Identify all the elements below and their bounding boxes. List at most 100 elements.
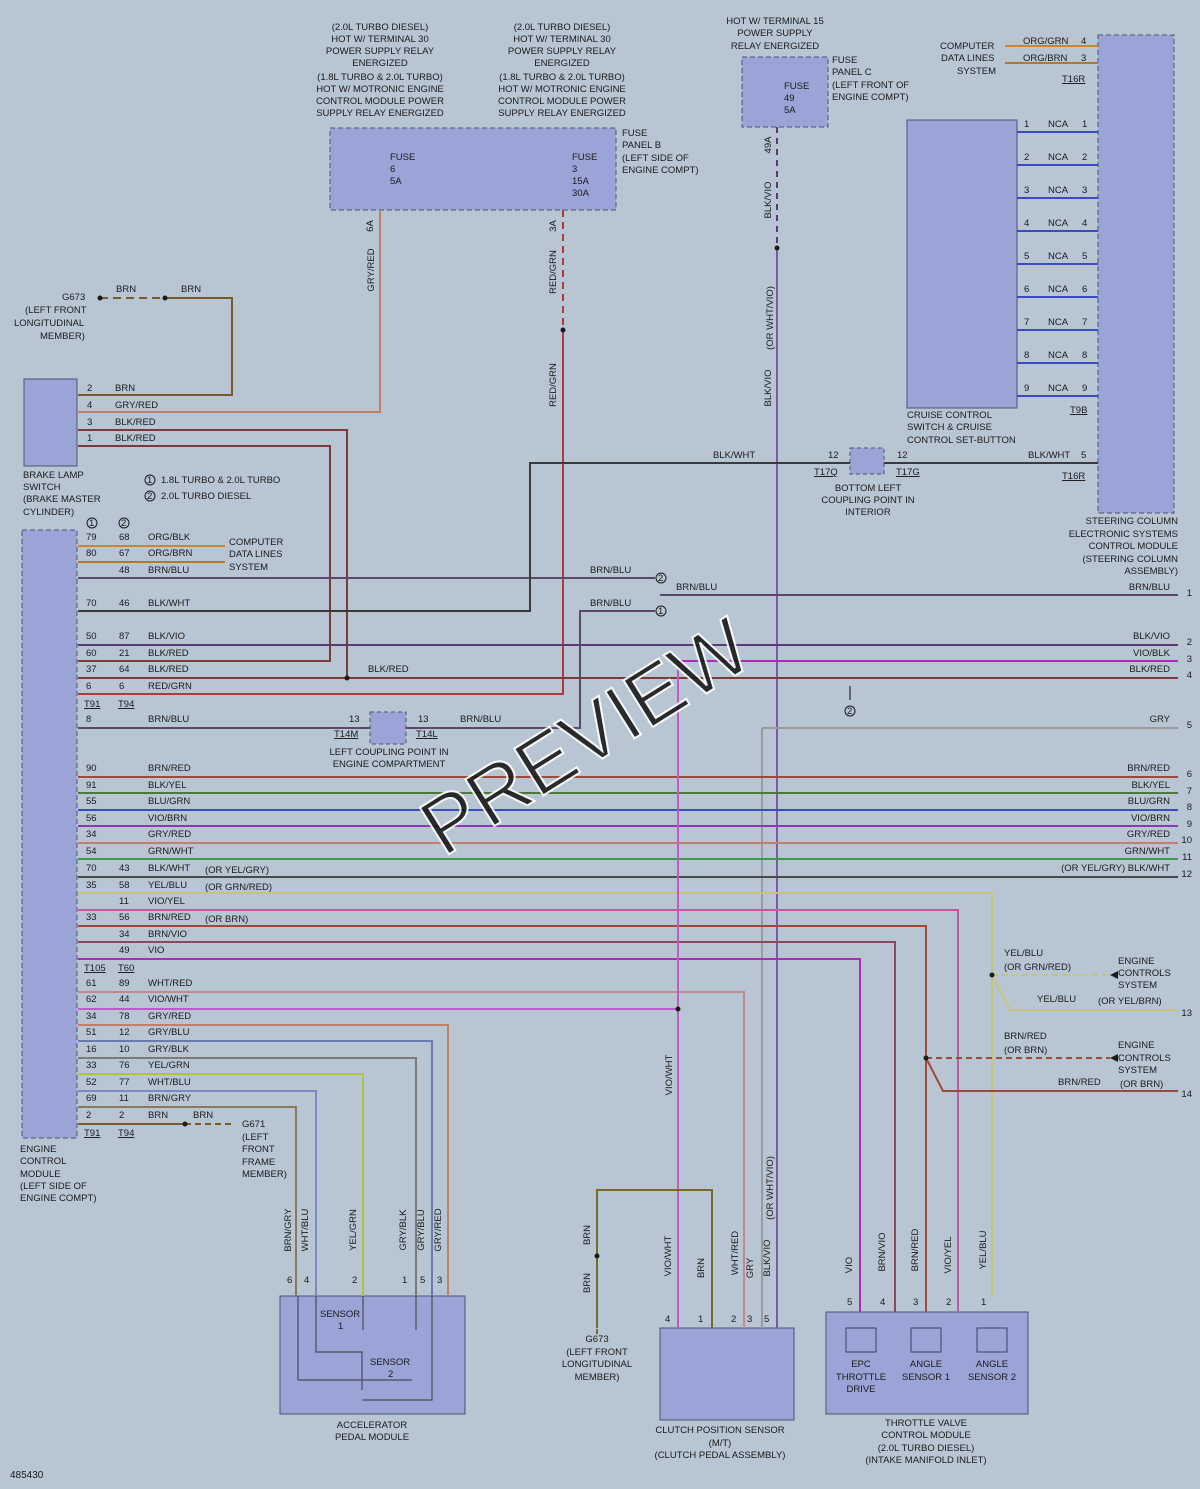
ecm-pin-label: 64	[119, 664, 130, 675]
label-text: (INTAKE MANIFOLD INLET)	[865, 1455, 986, 1466]
label-text: ENGINE	[1118, 956, 1154, 967]
label-text: BLK/WHT	[713, 450, 755, 461]
wire-brn-ground-top	[78, 297, 233, 396]
label-text: BRN	[116, 284, 136, 295]
label-text: POWER SUPPLY	[737, 28, 813, 39]
label-text: COMPUTER	[940, 41, 995, 52]
throttle-pin-number: 3	[913, 1297, 918, 1308]
ecm-pin-label: 77	[119, 1077, 130, 1088]
throttle-pin-number: 5	[847, 1297, 852, 1308]
ecm-wire-color: GRY/RED	[148, 829, 191, 840]
ecm-wire-color: BLK/WHT	[148, 598, 190, 609]
label-text: T94	[118, 1128, 134, 1139]
label-text: HOT W/ TERMINAL 15	[726, 16, 823, 27]
throttle-pin-number: 1	[981, 1297, 986, 1308]
right-wire-color: GRY	[1150, 714, 1171, 725]
label-text: ASSEMBLY)	[1124, 566, 1178, 577]
ecm-pin-label: 70	[86, 863, 97, 874]
ecm-wire-color: GRY/RED	[148, 1011, 191, 1022]
accel-wire-color: WHT/BLU	[300, 1208, 311, 1251]
wire-blk-red-pin3	[78, 429, 348, 678]
label-text: THROTTLE VALVE	[885, 1418, 967, 1429]
label-text: YEL/BLU	[1004, 948, 1043, 959]
ecm-wire-color: ORG/BRN	[148, 548, 192, 559]
label-text: (1.8L TURBO & 2.0L TURBO)	[499, 72, 625, 83]
ecm-wire-color: VIO/YEL	[148, 896, 185, 907]
label-text: (2.0L TURBO DIESEL)	[878, 1443, 975, 1454]
ecm-pin-label: 21	[119, 648, 130, 659]
label-text: BRN/BLU	[590, 598, 631, 609]
ecm-pin-label: 60	[86, 648, 97, 659]
label-text: ENGINE COMPARTMENT	[333, 759, 446, 770]
accel-wire-color: GRY/BLU	[416, 1209, 427, 1251]
label-text: 2.0L TURBO DIESEL	[161, 491, 251, 502]
cruise-wire-color: NCA	[1048, 251, 1069, 262]
label-text: 15A	[572, 176, 590, 187]
ecm-wire-color: BLK/VIO	[148, 631, 185, 642]
label-text: CONTROL	[20, 1156, 66, 1167]
label-text: T17Q	[814, 467, 838, 478]
label-text: (LEFT FRONT	[566, 1347, 628, 1358]
svg-text:2: 2	[121, 518, 126, 529]
throttle-wire-color: VIO/YEL	[943, 1237, 954, 1274]
right-wire-color: GRY/RED	[1127, 829, 1170, 840]
engine-control-module	[21, 529, 78, 1139]
wire-brn-gry-11	[78, 1106, 297, 1296]
label-text: RED/GRN	[548, 250, 559, 294]
label-text: ENGINE COMPT)	[20, 1193, 97, 1204]
label-text: SYSTEM	[1118, 1065, 1157, 1076]
label-text: T16R	[1062, 471, 1085, 482]
ecm-wire-color: BRN/VIO	[148, 929, 187, 940]
wire-gry-blk-10	[78, 1057, 417, 1296]
ecm-pin-label: 33	[86, 912, 97, 923]
label-text: ENGINE	[20, 1144, 56, 1155]
label-text: FUSE	[784, 81, 809, 92]
wire-yel-grn-76	[78, 1073, 364, 1296]
ecm-pin-label: 37	[86, 664, 97, 675]
fuse-panel-c	[741, 56, 829, 128]
labels: 485430 (2.0L TURBO DIESEL) HOT W/ TERMIN…	[10, 16, 1192, 1481]
ecm-pin-label: 79	[86, 532, 97, 543]
ecm-pin-label: 90	[86, 763, 97, 774]
clutch-wire-color: GRY	[745, 1257, 756, 1278]
label-text: ORG/GRN	[1023, 36, 1069, 47]
label-text: T94	[118, 699, 134, 710]
label-text: 12	[828, 450, 839, 461]
wire-brn-red-33	[78, 925, 927, 1312]
label-text: MEMBER)	[575, 1372, 620, 1383]
label-text: 3	[572, 164, 577, 175]
ecm-wire-color: BRN/RED	[148, 912, 191, 923]
clutch-pin-number: 5	[764, 1314, 769, 1325]
ecm-pin-label: 11	[119, 1093, 129, 1104]
ecm-pin-label: 61	[86, 978, 97, 989]
label-text: T14M	[334, 729, 358, 740]
right-ref-number: 10	[1181, 835, 1192, 846]
label-text: ENERGIZED	[534, 58, 590, 69]
label-text: 13	[349, 714, 360, 725]
ecm-pin-label: 68	[119, 532, 130, 543]
right-wire-color: BLK/VIO	[1133, 631, 1170, 642]
label-text: 1.8L TURBO & 2.0L TURBO	[161, 475, 280, 486]
cruise-pin-right: 6	[1082, 284, 1087, 295]
label-text: T105	[84, 963, 106, 974]
label-text: BRN/BLU	[590, 565, 631, 576]
label-text: VIO/WHT	[664, 1054, 675, 1095]
label-text: EPC	[851, 1359, 871, 1370]
ecm-pin-label: 69	[86, 1093, 97, 1104]
cruise-wire-color: NCA	[1048, 350, 1069, 361]
ecm-pin-label: 76	[119, 1060, 130, 1071]
label-text: CYLINDER)	[23, 507, 74, 518]
label-text: POWER SUPPLY RELAY	[508, 46, 617, 57]
right-wire-color: BLK/RED	[1129, 664, 1170, 675]
right-wire-color: VIO/BRN	[1131, 813, 1170, 824]
wire-vio-yel-11	[78, 909, 959, 1312]
label-text: CONTROL MODULE POWER	[316, 96, 444, 107]
label-text: SENSOR	[320, 1309, 360, 1320]
cruise-pin-right: 1	[1082, 119, 1087, 130]
label-text: DATA LINES	[941, 53, 995, 64]
right-ref-number: 12	[1181, 869, 1192, 880]
label-text: T9B	[1070, 405, 1087, 416]
label-text: (OR BRN)	[1004, 1045, 1047, 1056]
wire-blk-red-pin1	[78, 445, 331, 662]
